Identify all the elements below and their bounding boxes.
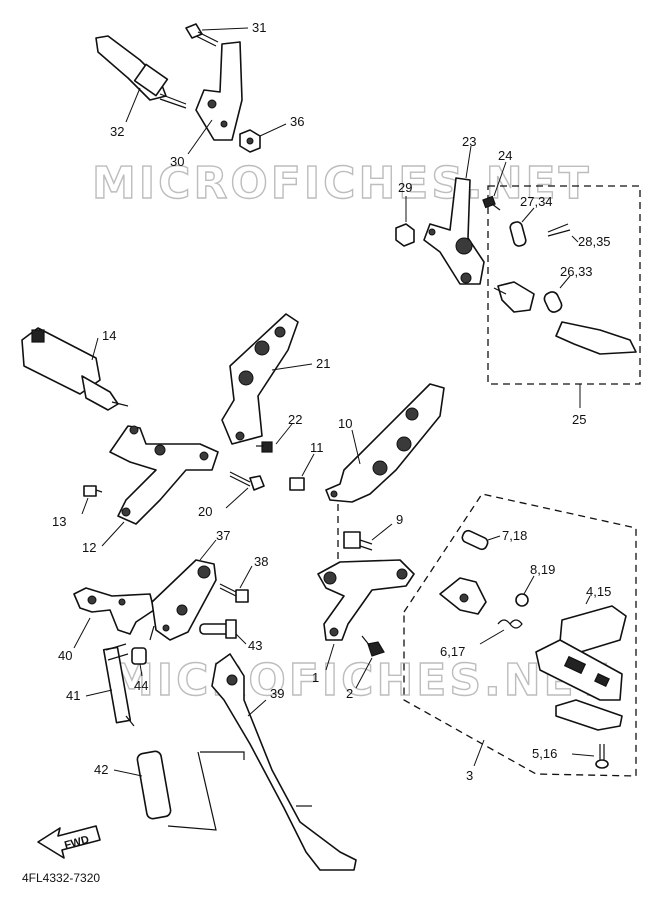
part-26-spring xyxy=(543,291,563,313)
part-21-heel-guard xyxy=(221,313,299,445)
callout-22: 22 xyxy=(288,412,302,427)
part-22-bolt xyxy=(256,441,273,453)
part-4-footrest xyxy=(535,639,623,701)
part-40-bracket xyxy=(73,587,155,635)
part-9-bolt xyxy=(343,531,373,551)
callout-8-19: 8,19 xyxy=(530,562,555,577)
callout-40: 40 xyxy=(58,648,72,663)
part-20-bolt xyxy=(229,471,265,491)
callout-10: 10 xyxy=(338,416,352,431)
alignment-line-40 xyxy=(149,625,155,641)
part-39-sidestand xyxy=(211,653,357,871)
callout-6-17: 6,17 xyxy=(440,644,465,659)
part-11-bolt xyxy=(289,477,305,491)
callout-44: 44 xyxy=(134,678,148,693)
callout-26-33: 26,33 xyxy=(560,264,593,279)
callout-43: 43 xyxy=(248,638,262,653)
part-5-plate xyxy=(555,699,623,731)
part-44-collar xyxy=(131,647,147,665)
callout-42: 42 xyxy=(94,762,108,777)
callout-38: 38 xyxy=(254,554,268,569)
callout-9: 9 xyxy=(396,512,403,527)
callout-41: 41 xyxy=(66,688,80,703)
part-5-screw xyxy=(595,744,609,769)
callout-11: 11 xyxy=(310,440,324,455)
part-24-bolt xyxy=(482,195,501,211)
part-41-spring xyxy=(102,643,135,727)
watermark-bottom: MICROFICHES.NET xyxy=(110,655,610,706)
alignment-line-39a xyxy=(200,751,245,760)
callout-25: 25 xyxy=(572,412,586,427)
part-13-bolt xyxy=(83,485,103,497)
part-43-bolt xyxy=(199,619,237,639)
fwd-arrow-icon: FWD xyxy=(37,825,101,859)
callout-36: 36 xyxy=(290,114,304,129)
part-38-bolt xyxy=(219,583,249,603)
callout-1: 1 xyxy=(312,670,319,685)
callout-5-16: 5,16 xyxy=(532,746,557,761)
part-31-bolt xyxy=(185,23,219,47)
callout-24: 24 xyxy=(498,148,512,163)
part-42-cover xyxy=(136,750,172,820)
diagram-code: 4FL4332-7320 xyxy=(22,871,100,885)
part-30-bracket xyxy=(195,41,243,141)
callout-4-15: 4,15 xyxy=(586,584,611,599)
part-6-spring xyxy=(497,619,523,629)
part-14-footpeg xyxy=(21,327,129,411)
alignment-line-39b xyxy=(167,751,217,831)
callout-12: 12 xyxy=(82,540,96,555)
part-28-clip xyxy=(547,223,571,237)
part-29-nut xyxy=(395,223,415,247)
part-8-washer xyxy=(515,593,529,607)
callout-28-35: 28,35 xyxy=(578,234,611,249)
part-10-heel-guard xyxy=(325,383,445,503)
callout-30: 30 xyxy=(170,154,184,169)
callout-27-34: 27,34 xyxy=(520,194,553,209)
part-37-plate xyxy=(151,559,217,641)
callout-37: 37 xyxy=(216,528,230,543)
callout-29: 29 xyxy=(398,180,412,195)
assembly-25-box xyxy=(487,185,641,385)
callout-23: 23 xyxy=(462,134,476,149)
part-27-pin xyxy=(509,221,527,247)
callout-14: 14 xyxy=(102,328,116,343)
callout-21: 21 xyxy=(316,356,330,371)
part-36-nut xyxy=(239,129,261,153)
callout-32: 32 xyxy=(110,124,124,139)
assembly-3-box xyxy=(403,493,637,777)
part-12-bracket xyxy=(109,425,219,525)
part-6-arm xyxy=(439,577,487,615)
part-7-pin xyxy=(461,529,489,551)
callout-7-18: 7,18 xyxy=(502,528,527,543)
part-32-footrest xyxy=(95,35,187,109)
part-25-footrest xyxy=(493,281,637,355)
part-1-bracket xyxy=(317,559,415,641)
callout-31: 31 xyxy=(252,20,266,35)
part-2-bolt xyxy=(361,635,385,657)
callout-39: 39 xyxy=(270,686,284,701)
watermark-top: MICROFICHES.NET xyxy=(92,158,592,209)
part-23-bracket xyxy=(423,177,485,285)
callout-20: 20 xyxy=(198,504,212,519)
callout-2: 2 xyxy=(346,686,353,701)
callout-3: 3 xyxy=(466,768,473,783)
callout-13: 13 xyxy=(52,514,66,529)
